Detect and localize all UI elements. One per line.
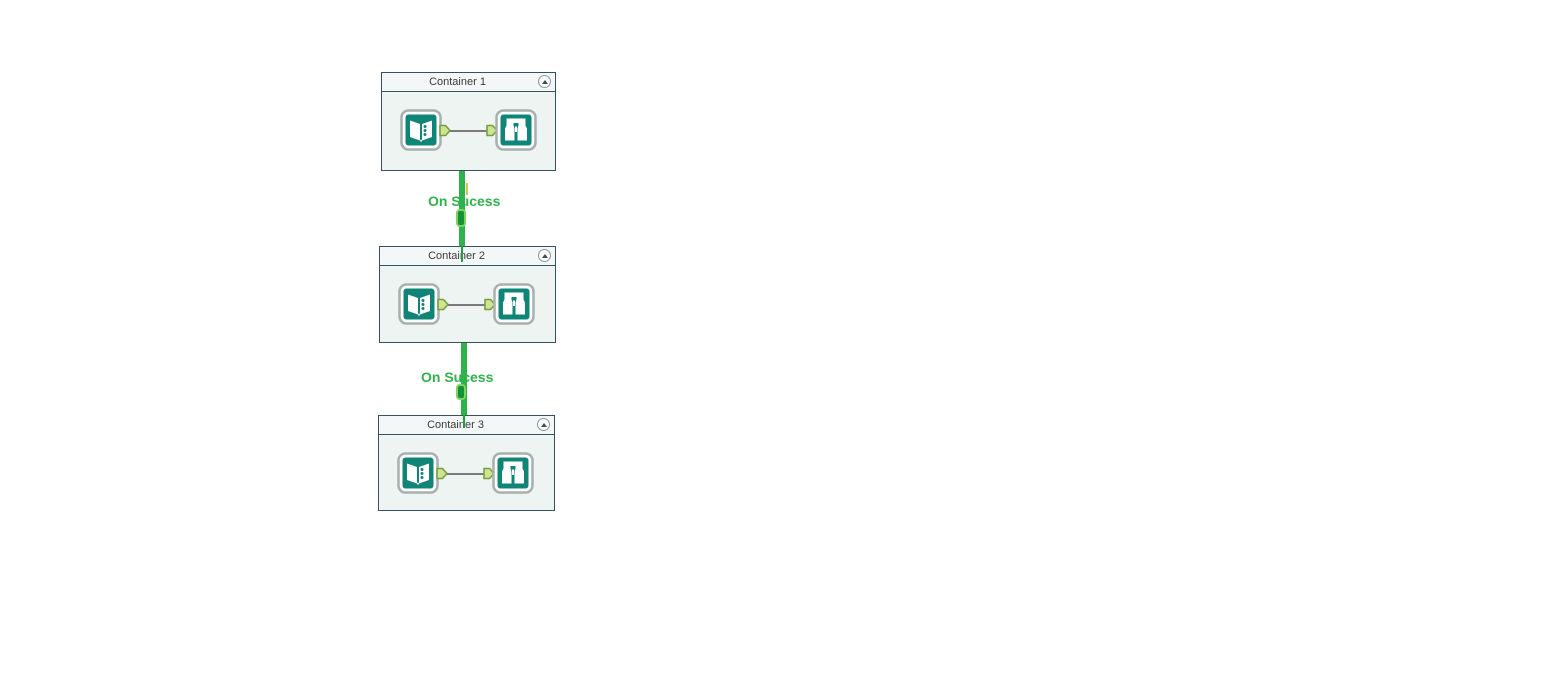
- collapse-button[interactable]: [538, 249, 551, 262]
- tool-container-3[interactable]: Container 3: [378, 415, 555, 511]
- tool-connection-wire[interactable]: [448, 303, 486, 306]
- browse-tool[interactable]: [495, 109, 537, 151]
- event-connection-line[interactable]: [458, 171, 465, 246]
- collapse-button[interactable]: [537, 418, 550, 431]
- output-anchor-icon[interactable]: [439, 124, 451, 137]
- output-anchor-icon[interactable]: [437, 298, 449, 311]
- browse-tool[interactable]: [492, 452, 534, 494]
- event-connection-marker: [455, 384, 466, 400]
- tool-connection-wire[interactable]: [447, 472, 485, 475]
- container-title: Container 3: [427, 419, 484, 431]
- output-anchor-icon[interactable]: [436, 467, 448, 480]
- chevron-up-icon: [541, 253, 548, 258]
- container-body: [380, 266, 555, 342]
- tool-container-1[interactable]: Container 1: [381, 72, 556, 171]
- container-body: [382, 92, 555, 170]
- input-anchor-icon[interactable]: [486, 124, 498, 137]
- chevron-up-icon: [540, 422, 547, 427]
- browse-tool[interactable]: [493, 283, 535, 325]
- container-title: Container 2: [428, 250, 485, 262]
- event-connection-line-end[interactable]: [460, 246, 463, 262]
- event-connection-tick: [466, 183, 468, 195]
- event-connection-line-end[interactable]: [462, 415, 465, 428]
- chevron-up-icon: [541, 79, 548, 84]
- event-connection-marker: [455, 209, 466, 227]
- collapse-button[interactable]: [538, 75, 551, 88]
- container-body: [379, 435, 554, 510]
- event-connection-label: On Sucess: [421, 369, 494, 385]
- event-connection-line[interactable]: [461, 343, 467, 415]
- container-header[interactable]: Container 2: [380, 247, 555, 266]
- input-data-tool[interactable]: [397, 452, 439, 494]
- container-header[interactable]: Container 3: [379, 416, 554, 435]
- input-data-tool[interactable]: [398, 283, 440, 325]
- input-data-tool[interactable]: [400, 109, 442, 151]
- tool-connection-wire[interactable]: [450, 129, 488, 132]
- container-header[interactable]: Container 1: [382, 73, 555, 92]
- input-anchor-icon[interactable]: [483, 467, 495, 480]
- tool-container-2[interactable]: Container 2: [379, 246, 556, 343]
- container-title: Container 1: [429, 76, 486, 88]
- input-anchor-icon[interactable]: [484, 298, 496, 311]
